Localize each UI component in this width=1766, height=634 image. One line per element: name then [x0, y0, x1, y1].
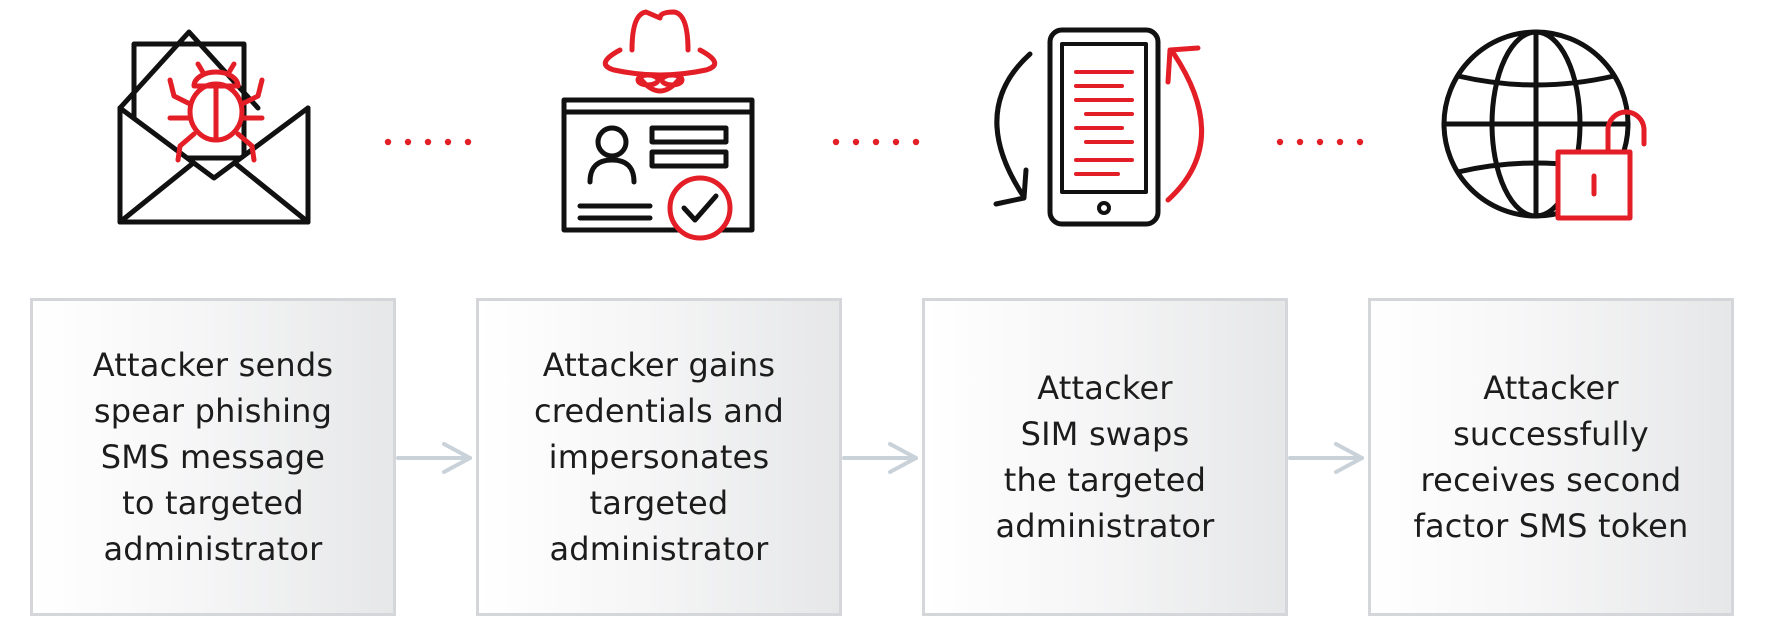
step-box-2: Attacker gains credentials and impersona… — [476, 298, 842, 616]
flow-arrow-icon — [396, 438, 476, 478]
phishing-email-bug-icon — [94, 0, 334, 250]
flow-arrow-icon — [842, 438, 922, 478]
step-text-4: Attacker successfully receives second fa… — [1413, 369, 1689, 545]
step-text-3: Attacker SIM swaps the targeted administ… — [995, 369, 1215, 545]
step-text-1: Attacker sends spear phishing SMS messag… — [92, 346, 334, 568]
step-box-4: Attacker successfully receives second fa… — [1368, 298, 1734, 616]
step-box-3: Attacker SIM swaps the targeted administ… — [922, 298, 1288, 616]
globe-unlocked-padlock-icon — [1424, 0, 1664, 250]
connector-dots — [1270, 132, 1370, 152]
flow-arrow-icon — [1288, 438, 1368, 478]
connector-dots — [826, 132, 926, 152]
step-text-2: Attacker gains credentials and impersona… — [534, 346, 784, 568]
step-box-1: Attacker sends spear phishing SMS messag… — [30, 298, 396, 616]
connector-dots — [378, 132, 478, 152]
sim-swap-phone-icon — [982, 0, 1222, 250]
impersonator-id-card-icon — [540, 0, 780, 250]
